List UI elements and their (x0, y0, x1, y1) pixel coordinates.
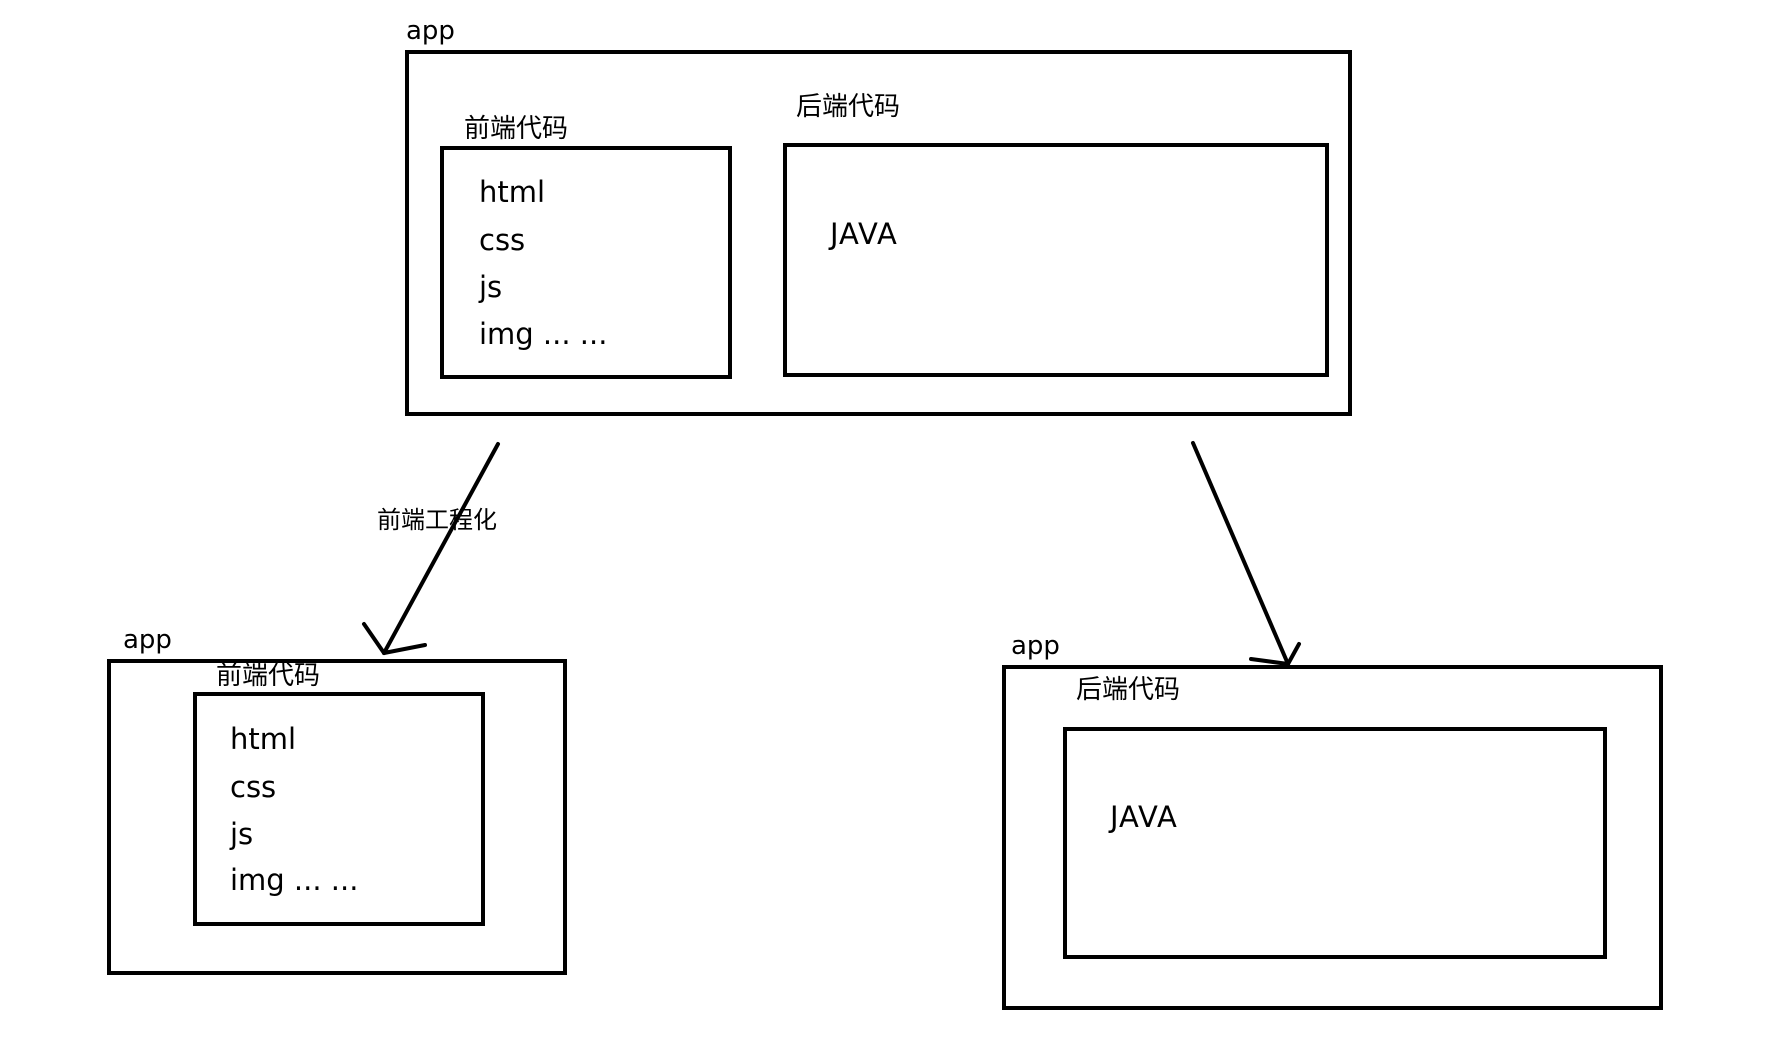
top-backend-java: JAVA (830, 217, 898, 251)
bottom-right-backend-title: 后端代码 (1076, 675, 1181, 705)
top-frontend-box (440, 146, 732, 379)
top-frontend-item-js: js (479, 270, 503, 304)
bottom-left-item-js: js (230, 817, 254, 851)
top-frontend-item-img: img ... ... (479, 317, 608, 351)
top-frontend-item-html: html (479, 175, 546, 209)
arrow-to-backend (1191, 441, 1301, 666)
bottom-left-item-html: html (230, 722, 297, 756)
bottom-right-backend-java: JAVA (1110, 800, 1178, 834)
bottom-right-backend-box (1063, 727, 1607, 959)
bottom-left-frontend-box (193, 692, 485, 926)
top-frontend-item-css: css (479, 223, 526, 257)
bottom-left-item-css: css (230, 770, 277, 804)
bottom-left-frontend-title: 前端代码 (216, 661, 321, 691)
arrow-to-frontend (362, 442, 500, 655)
bottom-right-app-label: app (1011, 631, 1060, 661)
bottom-left-item-img: img ... ... (230, 863, 359, 897)
top-backend-box (783, 143, 1329, 377)
arrow-label-frontend-engineering: 前端工程化 (377, 506, 497, 534)
bottom-left-app-label: app (123, 625, 172, 655)
top-app-box (405, 50, 1352, 416)
bottom-left-app-box (107, 659, 567, 975)
top-app-label: app (406, 16, 455, 46)
top-backend-title: 后端代码 (796, 92, 901, 122)
bottom-right-app-box (1002, 665, 1663, 1010)
top-frontend-title: 前端代码 (464, 114, 569, 144)
